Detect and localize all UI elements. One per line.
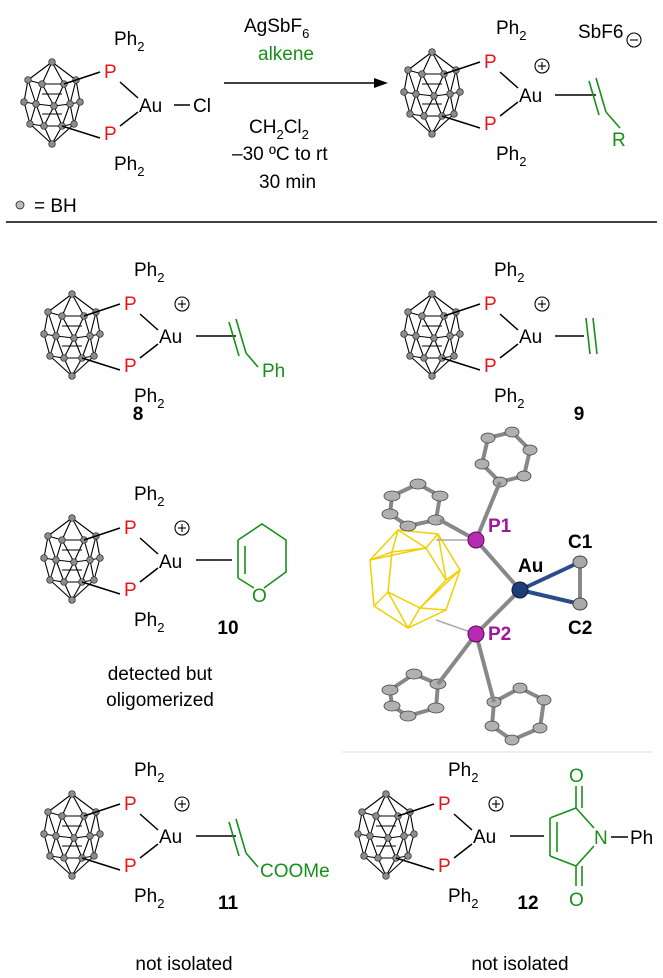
product: Ph2 P P Ph2 Au R SbF6 — [399, 18, 642, 169]
carborane-cage-icon — [369, 529, 461, 629]
svg-text:O: O — [569, 890, 584, 911]
compound-11: Ph2 P P Ph2 Au COOMe 11 not isolated — [39, 760, 330, 975]
counterion: SbF6 — [578, 22, 623, 43]
cl: Cl — [193, 96, 211, 117]
svg-text:P: P — [484, 356, 497, 377]
svg-text:Ph: Ph — [630, 828, 653, 849]
plus-charge-icon — [534, 58, 550, 74]
svg-text:P: P — [124, 294, 137, 315]
compound-8: Ph2 P P Ph2 Au Ph 8 — [39, 260, 285, 425]
svg-text:Ph2: Ph2 — [494, 386, 524, 411]
compound-9: Ph2 P P Ph2 Au 9 — [399, 260, 598, 425]
compound-12: Ph2 P P Ph2 Au O O N Ph 12 not isolated — [353, 760, 653, 975]
au: Au — [139, 96, 162, 117]
ph2-bottom: Ph2 — [496, 144, 526, 169]
p-bottom: P — [484, 114, 497, 135]
svg-text:O: O — [252, 586, 267, 607]
bh-dot-icon — [15, 200, 25, 210]
svg-text:Ph: Ph — [262, 361, 285, 382]
ph2-top: Ph2 — [496, 18, 526, 43]
svg-text:N: N — [594, 828, 608, 849]
svg-text:Ph2: Ph2 — [448, 886, 478, 911]
svg-text:Ph2: Ph2 — [134, 260, 164, 285]
svg-text:Au: Au — [159, 327, 182, 348]
svg-text:Ph2: Ph2 — [134, 886, 164, 911]
svg-text:Au: Au — [159, 552, 182, 573]
conditions: AgSbF6 alkene CH2Cl2 –30 ºC to rt 30 min — [224, 16, 388, 193]
svg-text:Ph2: Ph2 — [494, 260, 524, 285]
svg-text:C1: C1 — [568, 532, 593, 553]
svg-text:Ph2: Ph2 — [448, 760, 478, 785]
p-bottom: P — [104, 124, 117, 145]
svg-text:P: P — [124, 580, 137, 601]
svg-text:COOMe: COOMe — [260, 861, 330, 882]
carborane-cage-icon — [19, 57, 101, 149]
ph2-top: Ph2 — [114, 29, 144, 54]
svg-text:Ph2: Ph2 — [134, 484, 164, 509]
svg-text:P: P — [124, 794, 137, 815]
carborane-cage-icon — [399, 47, 481, 139]
svg-text:C2: C2 — [568, 618, 592, 639]
minus-charge-icon — [626, 32, 642, 48]
svg-text:Ph2: Ph2 — [134, 386, 164, 411]
p2-atom — [467, 625, 485, 643]
reagent: AgSbF6 — [244, 16, 309, 41]
p-top: P — [104, 62, 117, 83]
svg-text:Ph2: Ph2 — [134, 760, 164, 785]
compound-id: 8 — [133, 404, 144, 425]
compound-10: Ph2 P P Ph2 Au O 10 detected but oligome… — [39, 484, 287, 711]
compound-id: 11 — [218, 893, 239, 914]
arrow-head-icon — [374, 78, 388, 88]
r-group: R — [612, 130, 626, 151]
solvent: CH2Cl2 — [249, 117, 309, 142]
svg-text:Au: Au — [473, 827, 496, 848]
svg-text:Au: Au — [518, 556, 543, 577]
compound-id: 10 — [217, 618, 238, 639]
svg-text:P: P — [124, 518, 137, 539]
svg-text:P1: P1 — [488, 516, 512, 537]
ph2-bottom: Ph2 — [114, 154, 144, 179]
time: 30 min — [259, 172, 316, 193]
svg-text:not isolated: not isolated — [471, 954, 568, 975]
svg-text:detected but: detected but — [108, 664, 213, 685]
svg-text:P: P — [438, 856, 451, 877]
svg-text:Au: Au — [519, 327, 542, 348]
p-top: P — [484, 52, 497, 73]
svg-text:Ph2: Ph2 — [134, 610, 164, 635]
bh-legend: = BH — [34, 196, 77, 217]
p1-atom — [467, 531, 485, 549]
svg-text:P: P — [438, 794, 451, 815]
au-atom — [511, 581, 529, 599]
alkene-label: alkene — [258, 44, 314, 65]
temperature: –30 ºC to rt — [232, 144, 328, 165]
compound-id: 9 — [574, 404, 585, 425]
svg-text:oligomerized: oligomerized — [106, 690, 214, 711]
svg-text:Au: Au — [159, 827, 182, 848]
compound-id: 12 — [517, 893, 538, 914]
svg-text:P: P — [124, 856, 137, 877]
xray-structure: P1 P2 Au C1 C2 — [342, 426, 652, 753]
svg-text:P: P — [124, 356, 137, 377]
reactant: Ph2 P P Ph2 Au Cl = BH — [15, 29, 211, 217]
svg-text:P: P — [484, 294, 497, 315]
svg-text:P2: P2 — [488, 624, 511, 645]
svg-text:O: O — [569, 766, 584, 787]
svg-text:not isolated: not isolated — [135, 954, 232, 975]
au: Au — [519, 86, 542, 107]
